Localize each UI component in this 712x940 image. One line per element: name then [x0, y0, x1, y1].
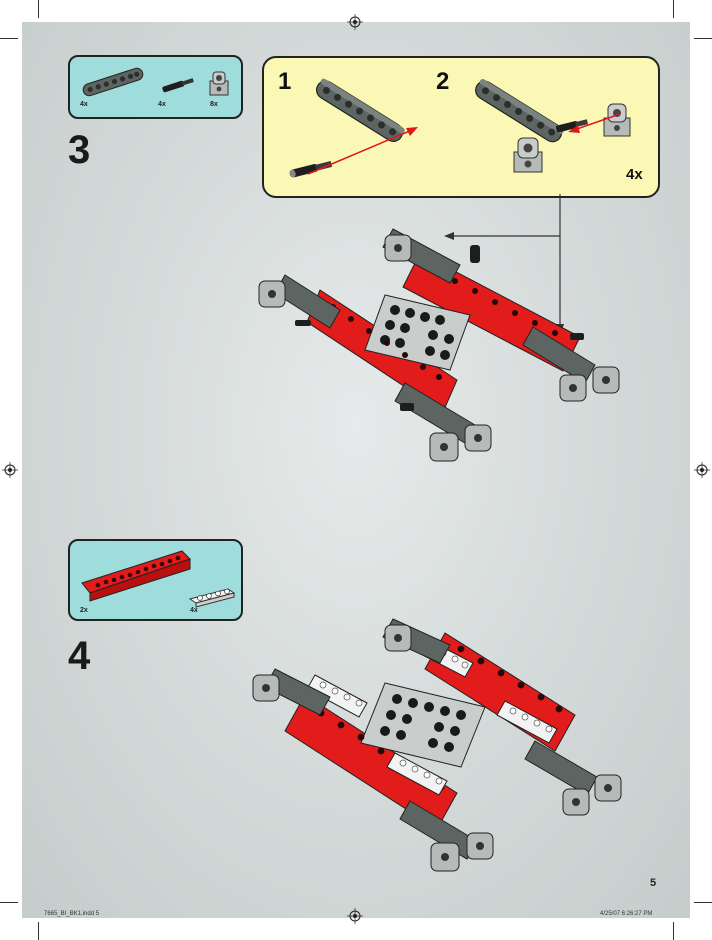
- step3-model-illustration: [245, 215, 645, 480]
- sub2-red-arrow: [564, 108, 624, 138]
- sub2-connector-illustration: [508, 132, 548, 176]
- footer-file-name: 7665_BI_BK1.indd 5: [44, 911, 99, 917]
- red-technic-brick-icon: [78, 547, 196, 601]
- white-plate-icon: [188, 587, 236, 607]
- sub-step-2-number: 2: [436, 68, 449, 96]
- crop-mark: [673, 0, 674, 18]
- footer-timestamp: 4/25/07 6:26:27 PM: [600, 911, 652, 917]
- step3-subassembly-callout: 1 2 4x: [262, 56, 660, 198]
- crop-mark: [694, 38, 712, 39]
- crop-mark: [38, 0, 39, 18]
- registration-mark-icon: [347, 14, 363, 30]
- part-quantity: 2x: [80, 607, 88, 614]
- part-quantity: 8x: [210, 101, 218, 108]
- crop-mark: [694, 902, 712, 903]
- step4-parts-list: 2x 4x: [68, 539, 243, 621]
- step4-number: 4: [68, 634, 90, 679]
- crop-mark: [0, 38, 18, 39]
- subassembly-multiplier: 4x: [626, 166, 643, 183]
- axle-pin-icon: [160, 77, 196, 93]
- light-gray-connector-icon: [206, 69, 232, 99]
- page-number: 5: [650, 877, 656, 889]
- part-quantity: 4x: [80, 101, 88, 108]
- crop-mark: [0, 902, 18, 903]
- step4-model-illustration: [245, 605, 645, 885]
- dark-gray-liftarm-icon: [78, 67, 148, 97]
- crop-mark: [673, 922, 674, 940]
- registration-mark-icon: [347, 908, 363, 924]
- step3-number: 3: [68, 128, 90, 173]
- part-quantity: 4x: [190, 607, 198, 614]
- registration-mark-icon: [2, 462, 18, 478]
- sub-step-1-number: 1: [278, 68, 291, 96]
- part-quantity: 4x: [158, 101, 166, 108]
- crop-mark: [38, 922, 39, 940]
- registration-mark-icon: [694, 462, 710, 478]
- step3-parts-list: 4x 4x 8x: [68, 55, 243, 119]
- sub1-red-arrow: [304, 120, 424, 180]
